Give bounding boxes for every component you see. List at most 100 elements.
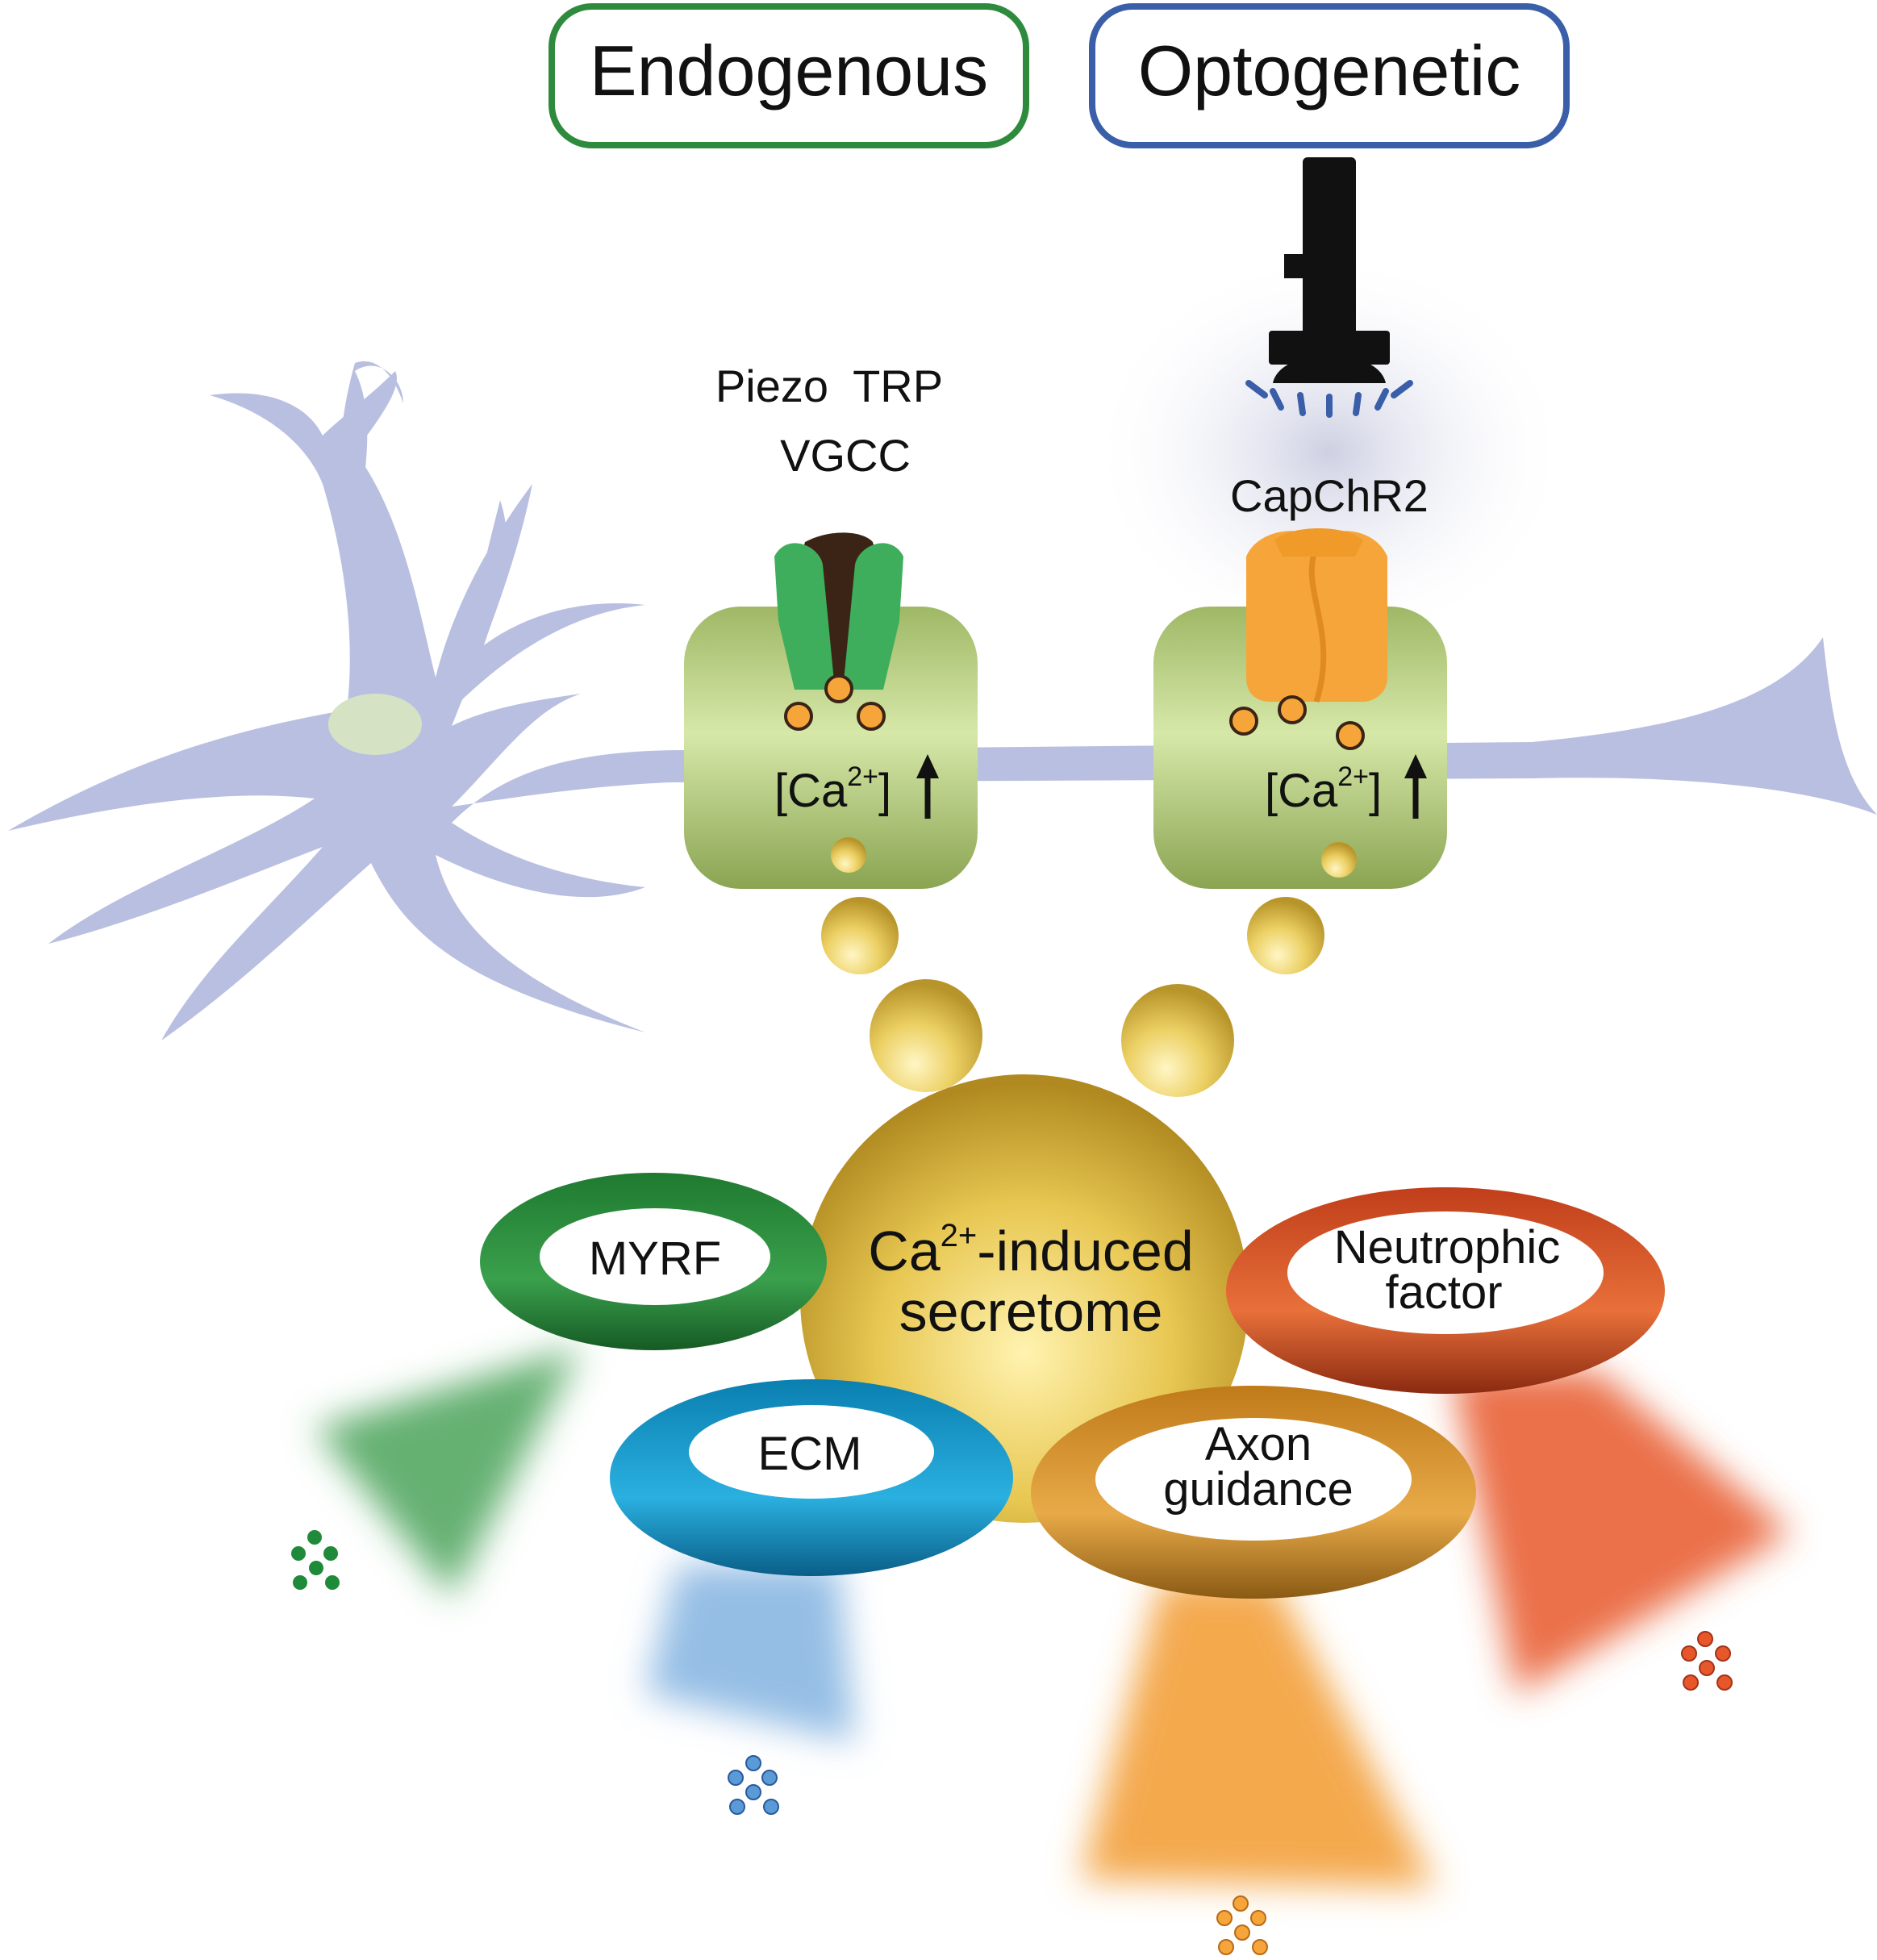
optogenetic-box: Optogenetic	[1089, 3, 1570, 148]
light-ray	[1297, 392, 1306, 416]
calcium-sup: 2+	[847, 761, 878, 792]
secretome-ca: Ca	[868, 1220, 941, 1282]
ring-neutrophic-factor: Neutrophic factor	[1226, 1187, 1665, 1394]
capchr2-top	[1274, 528, 1363, 557]
dot	[1681, 1645, 1697, 1662]
neuron-process-upper	[452, 500, 645, 710]
dot	[728, 1770, 744, 1786]
ring-axon-label-1: Axon	[1205, 1418, 1312, 1470]
dot	[763, 1799, 779, 1815]
ring-neuro-label-1: Neutrophic	[1334, 1221, 1560, 1274]
up-arrow-head	[916, 754, 939, 778]
endogenous-channel-icon	[774, 532, 903, 690]
light-ray	[1391, 380, 1413, 398]
ring-neuro-hole	[1287, 1211, 1604, 1334]
cone-orange	[1081, 1581, 1436, 1887]
flashlight-lens	[1269, 331, 1390, 365]
dot	[307, 1530, 322, 1545]
up-arrow-icon	[916, 754, 939, 819]
optogenetic-label: Optogenetic	[1138, 31, 1521, 111]
dot	[1683, 1674, 1699, 1691]
dot	[1699, 1660, 1715, 1676]
dot-cluster-red	[1681, 1631, 1733, 1691]
cone-red	[1452, 1371, 1791, 1694]
left-compartment: [Ca2+]	[684, 532, 978, 889]
endogenous-label: Endogenous	[590, 31, 988, 111]
dot	[1250, 1910, 1266, 1926]
dot	[1697, 1631, 1713, 1647]
ring-axon-hole	[1095, 1418, 1412, 1541]
light-ray	[1270, 388, 1284, 411]
dot	[1716, 1674, 1733, 1691]
ring-axon-guidance: Axon guidance	[1031, 1386, 1476, 1599]
light-ray	[1353, 392, 1362, 416]
vesicle	[870, 979, 982, 1092]
light-ray	[1245, 380, 1268, 398]
channel-right-subunit	[843, 543, 903, 690]
dot	[729, 1799, 745, 1815]
calcium-ions-left	[784, 674, 886, 731]
neuron-cell	[8, 361, 1877, 1040]
dot	[291, 1546, 306, 1561]
dot	[309, 1561, 323, 1575]
right-compartment: [Ca2+]	[1153, 528, 1447, 889]
calcium-close: ]	[878, 765, 891, 817]
calcium-ion	[1278, 695, 1307, 724]
calcium-ions-right	[1229, 695, 1365, 750]
secretome-line1: Ca2+-induced	[868, 1218, 1194, 1282]
dot	[1234, 1925, 1250, 1941]
optogenetic-box-frame	[1089, 3, 1570, 148]
vesicle	[1247, 897, 1324, 974]
calcium-base: [Ca	[774, 765, 848, 817]
calcium-sup: 2+	[1337, 761, 1369, 792]
dot	[761, 1770, 778, 1786]
flashlight-switch	[1284, 254, 1305, 278]
up-arrow-icon	[1404, 754, 1427, 819]
ring-myrf-hole	[540, 1208, 770, 1305]
neuron-process-top	[338, 361, 403, 565]
left-compartment-box	[684, 607, 978, 889]
light-glow	[1087, 250, 1571, 653]
dot	[745, 1755, 761, 1771]
calcium-ion	[1336, 721, 1365, 750]
endogenous-box-frame	[549, 3, 1029, 148]
vesicle	[821, 897, 899, 974]
secretion-vesicles	[821, 897, 1324, 1097]
channel-label-left-1: Piezo TRP	[715, 361, 943, 411]
dot	[293, 1575, 307, 1590]
dot	[1233, 1895, 1249, 1912]
cone-blue	[645, 1565, 855, 1742]
emission-cones	[315, 1347, 1791, 1887]
ring-ecm-label: ECM	[758, 1428, 862, 1480]
secretome-induced: -induced	[977, 1220, 1194, 1282]
dot	[325, 1575, 340, 1590]
channel-left-subunit	[774, 543, 835, 690]
light-ray	[1374, 388, 1389, 411]
dot	[1715, 1645, 1731, 1662]
channel-label-right: CapChR2	[1230, 470, 1429, 521]
flashlight-handle	[1303, 157, 1356, 359]
dot	[323, 1546, 338, 1561]
dot-cluster-green	[291, 1530, 340, 1590]
calcium-ion	[824, 674, 853, 703]
calcium-label-left: [Ca2+]	[774, 761, 891, 817]
secretome-line2: secretome	[899, 1280, 1163, 1343]
up-arrow-head	[1404, 754, 1427, 778]
ring-axon-label-2: guidance	[1163, 1463, 1353, 1516]
dot	[1252, 1939, 1268, 1955]
cone-green	[315, 1347, 581, 1597]
calcium-base: [Ca	[1265, 765, 1338, 817]
calcium-ion	[1229, 707, 1258, 736]
dot	[1218, 1939, 1234, 1955]
ring-ecm-hole	[689, 1405, 934, 1499]
ring-myrf-label: MYRF	[589, 1232, 721, 1285]
calcium-close: ]	[1369, 765, 1382, 817]
endogenous-box: Endogenous	[549, 3, 1029, 148]
vesicle-small	[831, 837, 866, 873]
neuron-nucleus	[328, 694, 422, 755]
dot	[745, 1784, 761, 1800]
vesicle	[1121, 984, 1234, 1097]
ring-ecm: ECM	[610, 1379, 1013, 1576]
light-rays	[1245, 380, 1413, 418]
